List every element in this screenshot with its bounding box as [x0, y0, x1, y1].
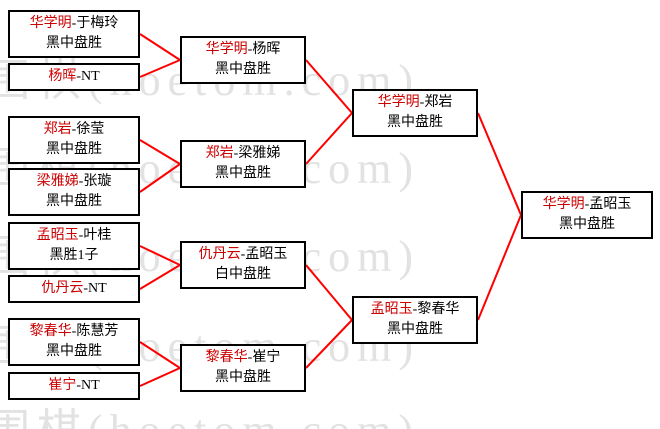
- player-opponent: -NT: [76, 378, 100, 393]
- match-box-r2-4: 黎春华-崔宁 黑中盘胜: [180, 344, 306, 392]
- match-result: 黑中盘胜: [46, 194, 102, 209]
- match-players: 崔宁-NT: [12, 376, 136, 396]
- player-winner: 杨晖: [48, 69, 77, 84]
- match-box-sf-2: 孟昭玉-黎春华 黑中盘胜: [352, 296, 478, 344]
- match-result: 黑中盘胜: [387, 322, 443, 337]
- match-players: 华学明-孟昭玉: [525, 195, 649, 215]
- match-box-r1-7: 黎春华-陈慧芳 黑中盘胜: [8, 318, 140, 366]
- match-box-r1-2: 杨晖-NT: [8, 63, 140, 91]
- player-winner: 孟昭玉: [370, 302, 413, 317]
- player-opponent: -叶桂: [78, 228, 112, 243]
- match-box-r1-8: 崔宁-NT: [8, 372, 140, 400]
- player-winner: 梁雅娣: [36, 174, 79, 189]
- watermark-text: 围棋(hoetom.com): [0, 394, 420, 429]
- match-players: 郑岩-徐莹: [12, 120, 136, 140]
- player-opponent: -孟昭玉: [240, 247, 288, 262]
- match-box-r2-2: 郑岩-梁雅娣 黑中盘胜: [180, 140, 306, 188]
- player-winner: 华学明: [377, 95, 420, 110]
- match-players: 黎春华-崔宁: [184, 348, 302, 368]
- match-result: 黑中盘胜: [387, 115, 443, 130]
- player-opponent: -徐莹: [71, 122, 105, 137]
- player-opponent: -NT: [76, 69, 100, 84]
- match-box-r1-1: 华学明-于梅玲 黑中盘胜: [8, 10, 140, 58]
- player-opponent: -陈慧芳: [71, 324, 119, 339]
- player-opponent: -孟昭玉: [584, 197, 632, 212]
- match-players: 梁雅娣-张璇: [12, 172, 136, 192]
- match-result: 黑中盘胜: [559, 217, 615, 232]
- match-result: 黑中盘胜: [46, 344, 102, 359]
- player-winner: 崔宁: [48, 378, 77, 393]
- player-opponent: -梁雅娣: [233, 146, 281, 161]
- match-players: 杨晖-NT: [12, 67, 136, 87]
- match-players: 华学明-于梅玲: [12, 14, 136, 34]
- match-players: 孟昭玉-黎春华: [356, 300, 474, 320]
- player-winner: 孟昭玉: [36, 228, 79, 243]
- player-winner: 华学明: [29, 16, 72, 31]
- match-players: 华学明-郑岩: [356, 93, 474, 113]
- player-opponent: -郑岩: [419, 95, 453, 110]
- match-box-r2-1: 华学明-杨晖 黑中盘胜: [180, 36, 306, 84]
- match-players: 郑岩-梁雅娣: [184, 144, 302, 164]
- player-winner: 华学明: [205, 42, 248, 57]
- match-result: 黑胜1子: [49, 248, 99, 263]
- player-opponent: -杨晖: [247, 42, 281, 57]
- player-opponent: -张璇: [78, 174, 112, 189]
- match-players: 仇丹云-NT: [12, 279, 136, 299]
- match-result: 黑中盘胜: [215, 166, 271, 181]
- player-winner: 黎春华: [29, 324, 72, 339]
- player-winner: 仇丹云: [198, 247, 241, 262]
- match-result: 白中盘胜: [215, 267, 271, 282]
- player-opponent: -NT: [83, 281, 107, 296]
- match-result: 黑中盘胜: [215, 62, 271, 77]
- match-box-r1-5: 孟昭玉-叶桂 黑胜1子: [8, 222, 140, 270]
- match-players: 仇丹云-孟昭玉: [184, 245, 302, 265]
- match-players: 孟昭玉-叶桂: [12, 226, 136, 246]
- player-winner: 郑岩: [205, 146, 234, 161]
- match-players: 黎春华-陈慧芳: [12, 322, 136, 342]
- match-box-r1-3: 郑岩-徐莹 黑中盘胜: [8, 116, 140, 164]
- player-opponent: -崔宁: [247, 350, 281, 365]
- player-winner: 仇丹云: [41, 281, 84, 296]
- match-box-r2-3: 仇丹云-孟昭玉 白中盘胜: [180, 241, 306, 289]
- player-opponent: -于梅玲: [71, 16, 119, 31]
- player-winner: 黎春华: [205, 350, 248, 365]
- match-box-final: 华学明-孟昭玉 黑中盘胜: [521, 191, 653, 239]
- match-players: 华学明-杨晖: [184, 40, 302, 60]
- match-box-r1-4: 梁雅娣-张璇 黑中盘胜: [8, 168, 140, 216]
- match-result: 黑中盘胜: [46, 142, 102, 157]
- match-result: 黑中盘胜: [215, 370, 271, 385]
- match-result: 黑中盘胜: [46, 36, 102, 51]
- player-winner: 华学明: [542, 197, 585, 212]
- player-winner: 郑岩: [43, 122, 72, 137]
- player-opponent: -黎春华: [412, 302, 460, 317]
- match-box-r1-6: 仇丹云-NT: [8, 275, 140, 303]
- match-box-sf-1: 华学明-郑岩 黑中盘胜: [352, 89, 478, 137]
